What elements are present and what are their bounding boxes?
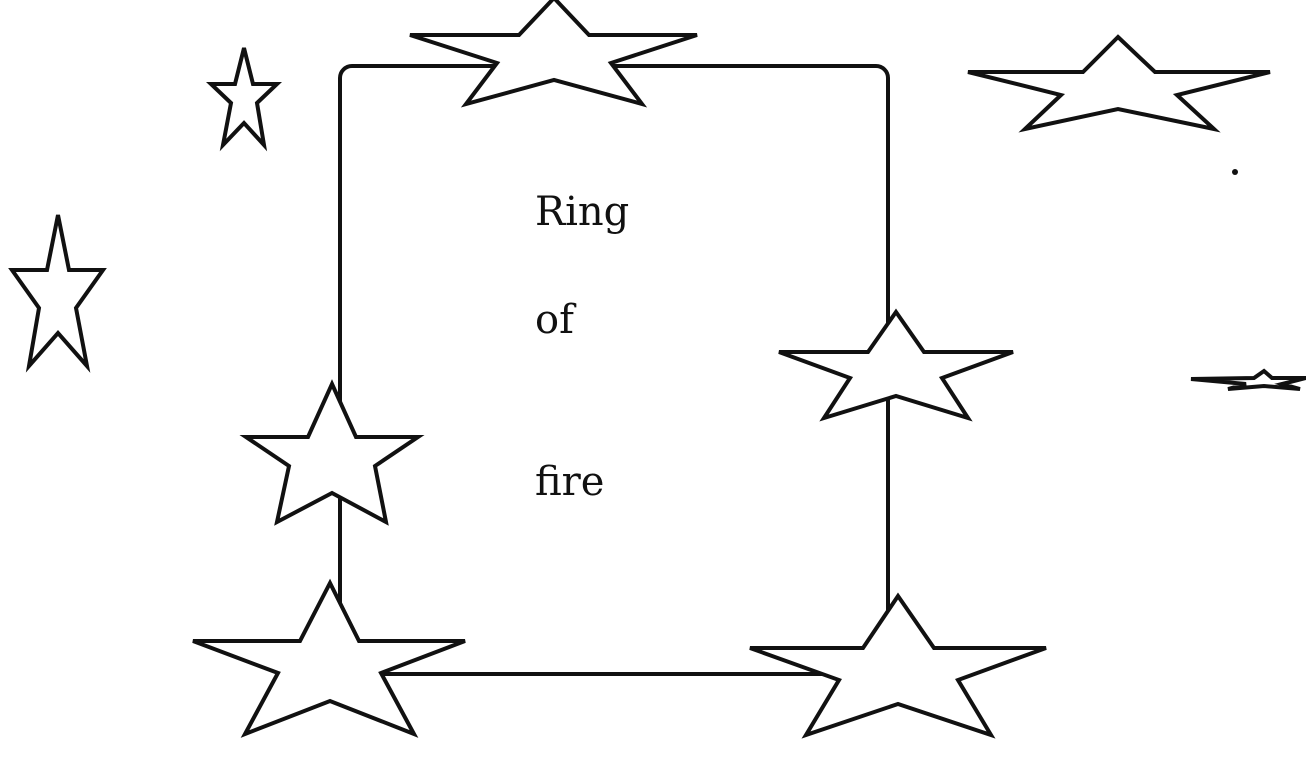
star-icon-left-middle — [239, 379, 425, 526]
text-word-of: of — [535, 297, 574, 343]
star-icon-top-right — [967, 34, 1271, 133]
star-icon-right-middle — [778, 308, 1014, 422]
star-icon-left — [8, 214, 107, 373]
dot-mark — [1232, 169, 1238, 175]
text-word-ring: Ring — [535, 189, 630, 235]
star-icon-far-right-small — [1190, 368, 1306, 391]
ring-frame — [338, 64, 890, 676]
star-icon-bottom-left — [192, 578, 466, 738]
text-word-fire: fire — [535, 459, 605, 505]
star-icon-bottom-right — [749, 592, 1047, 739]
star-icon-top-center — [409, 0, 698, 108]
star-icon-small-top-left — [205, 47, 283, 152]
